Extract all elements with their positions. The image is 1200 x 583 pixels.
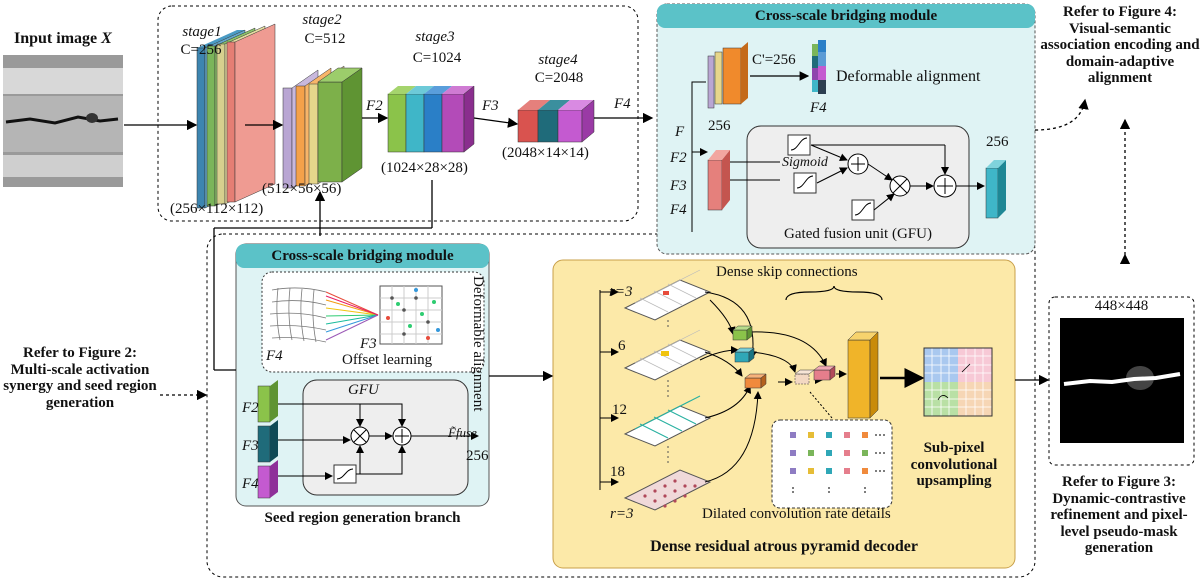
dilated-detail-box [771,419,893,509]
decoder-title: Dense residual atrous pyramid decoder [650,538,918,555]
csb-bottom-f4: F4 [266,348,283,364]
stage2-channels: C=512 [304,31,346,47]
f3-label: F3 [482,98,499,114]
lower-frame [206,233,1036,578]
csb-top-in-f2: F2 [670,150,687,166]
gfu-bottom-label: GFU [348,382,379,398]
csb-top-header [657,4,1035,28]
stage1-channels: C=256 [180,42,222,58]
stage4-dims: (2048×14×14) [502,145,589,161]
dense-skip-connections [699,285,883,483]
sigmoid-label: Sigmoid [782,155,828,170]
stage3-name: stage3 [415,29,455,45]
output-size-label: 448×448 [1094,298,1149,314]
f4-label: F4 [614,96,631,112]
stage3-dims: (1024×28×28) [381,160,468,176]
rate-r3-bottom: r=3 [610,506,634,522]
stage4-channels: C=2048 [534,70,584,86]
csb-top-256: 256 [708,118,731,134]
csb-top-out-256: 256 [986,134,1009,150]
stage2-name: stage2 [302,12,342,28]
output-mask [1060,318,1184,443]
offset-learning-label: Offset learning [342,352,433,368]
output-frame [1048,296,1195,466]
stage1-dims: (256×112×112) [170,201,264,217]
csb-top-title: Cross-scale bridging module [754,8,938,24]
stage3-channels: C=1024 [412,50,462,66]
subpixel-grid [923,347,993,417]
dilated-details-label: Dilated convolution rate details [702,506,891,522]
backbone-arrows [124,98,1131,401]
input-image [3,55,123,187]
csb-bottom-f3: F3 [360,336,377,352]
csb-top-f4: F4 [810,100,827,116]
csb-top-cprime: C'=256 [752,52,796,68]
stage2-block [282,65,363,189]
seed-branch-label: Seed region generation branch [264,510,461,526]
atrous-grids [599,269,712,511]
dilated-rate-dots [790,432,885,493]
gfu-top-box [746,125,970,249]
gfu-top-label: Gated fusion unit (GFU) [784,226,932,242]
input-label-text: Input image [14,30,98,47]
rate-18: 18 [610,464,625,480]
stage4-block [517,99,595,143]
csb-bottom-in-f3: F3 [242,438,259,454]
stage2-dims: (512×56×56) [262,181,342,197]
feature-cubes [732,325,879,419]
input-var: X [101,30,112,47]
stage1-name: stage1 [182,24,222,40]
rate-r3-top: r=3 [609,284,633,300]
csb-bottom-out-256: 256 [466,448,489,464]
csb-top-in-f: F [675,124,685,140]
csb-top-in-f3: F3 [670,178,687,194]
stage4-name: stage4 [538,52,578,68]
ref-figure3: Refer to Figure 3: Dynamic-contrastive r… [1050,474,1188,556]
offset-rays-icon [325,291,379,341]
input-image-label: Input image X [14,30,112,48]
ref-figure2: Refer to Figure 2: Multi-scale activatio… [3,345,157,411]
csb-top-deform-label: Deformable alignment [836,68,981,85]
backbone-frame [157,5,639,222]
csb-top-in-f4: F4 [670,202,687,218]
rate-6: 6 [618,338,626,354]
f2-label: F2 [366,98,383,114]
stage1-block [196,23,276,209]
ref-figure4: Refer to Figure 4: Visual-semantic assoc… [1040,4,1200,86]
rate-12: 12 [612,402,627,418]
gfu-bottom-contents [257,380,479,499]
csb-bottom-header [236,244,489,268]
csb-bottom-in-f4: F4 [242,476,259,492]
ffuse-label: F̃fuse [448,425,477,440]
gfu-bottom-box [302,379,469,496]
sampling-grid-icon [379,285,443,345]
deformable-grid-icon [269,287,327,343]
csb-bottom-deform-label: Deformable alignment [470,276,486,412]
csb-top-contents [691,40,1006,232]
csb-bottom-in-f2: F2 [242,400,259,416]
csb-bottom-title: Cross-scale bridging module [271,248,454,264]
stage3-block [387,85,475,153]
subpixel-label: Sub-pixel convolutional upsampling [910,440,998,489]
dense-skip-label: Dense skip connections [716,264,858,280]
